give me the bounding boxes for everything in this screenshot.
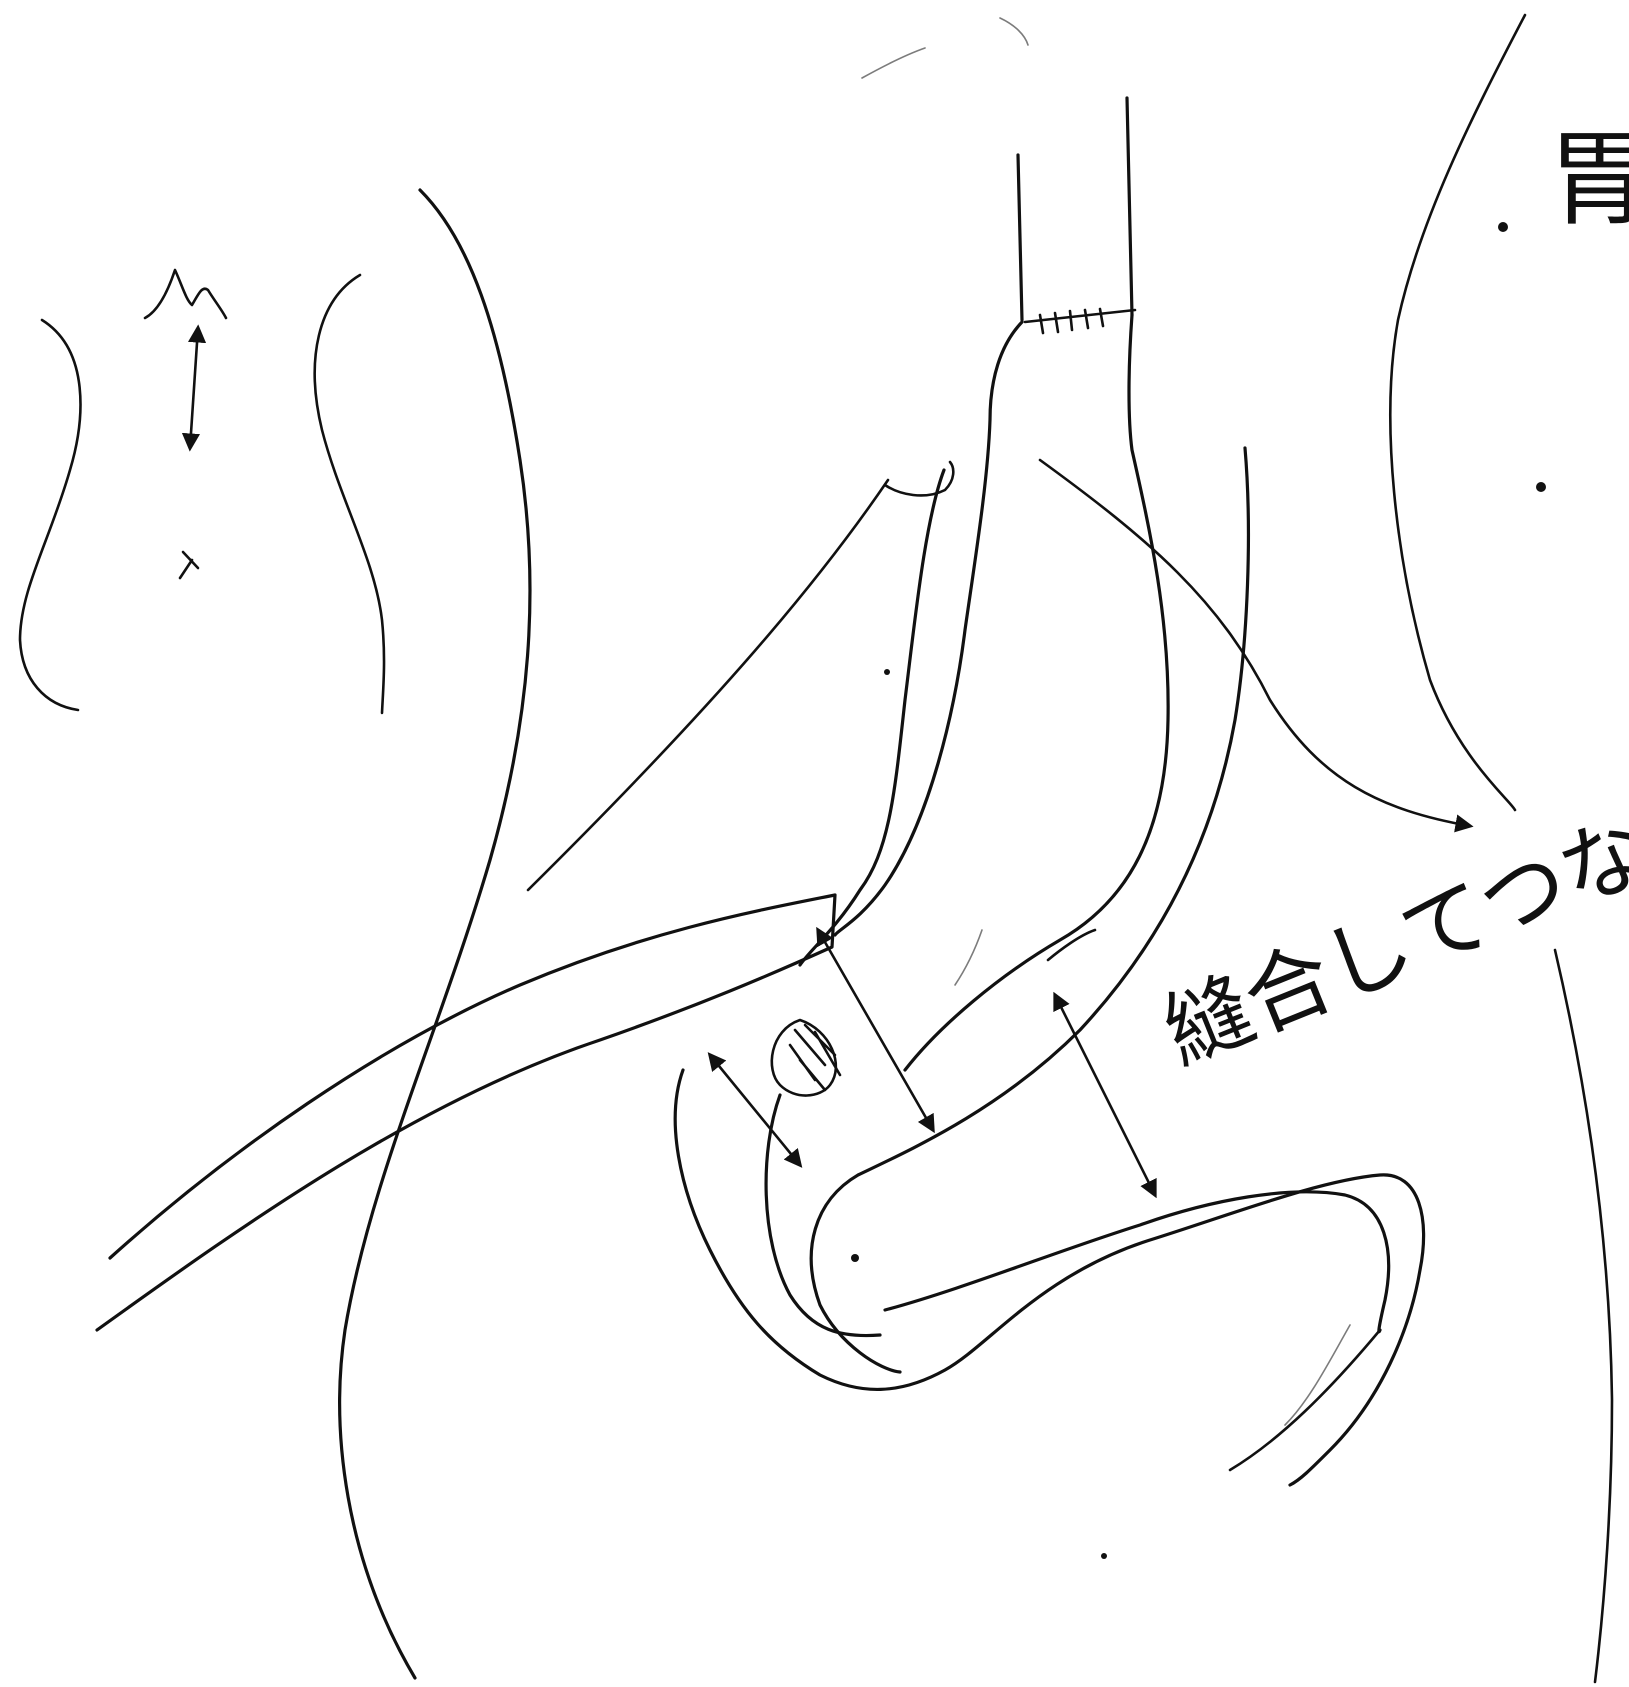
inner-left-contour: [315, 275, 384, 713]
trunk-outline-left: [340, 190, 530, 1678]
dot: [884, 669, 890, 675]
conduit-right-wall: [905, 315, 1168, 1070]
jejunal-limb-inner: [766, 1095, 880, 1336]
tube-inner-left: [800, 470, 944, 965]
faint-top-dash-2: [1000, 18, 1028, 45]
anastomosis-ring: [772, 1020, 836, 1096]
jejunal-inner-upper: [885, 1192, 1389, 1332]
label-annotation: 縫合してつなぐ: [1150, 768, 1629, 1085]
conduit-cap: [885, 462, 953, 495]
staple-line: [1025, 309, 1135, 333]
anastomosis-arrow-a: [710, 1055, 800, 1165]
esophagus-left-wall: [1018, 155, 1022, 320]
dot: [1536, 482, 1546, 492]
right-body-contour-upper: [1390, 15, 1525, 810]
drain-tube-upper: [97, 895, 835, 1330]
connection-arrow: [1040, 460, 1470, 826]
dot: [851, 1254, 859, 1262]
faint-top-dash: [862, 48, 925, 78]
anastomosis-arrow-b: [818, 930, 933, 1130]
jejunal-limb-outer: [675, 1070, 1423, 1485]
conduit-outer-right: [811, 448, 1248, 1372]
esophagus-right-wall: [1127, 98, 1132, 315]
conduit-left-wall: [835, 322, 1022, 935]
vertical-double-arrow: [190, 328, 198, 448]
label-top-right-char: 胃: [1548, 118, 1629, 240]
left-body-contour: [20, 320, 80, 710]
faint-inner-stroke: [955, 930, 982, 985]
anastomosis-arrow-c: [1055, 995, 1155, 1195]
small-tick-mark: [180, 552, 198, 578]
dot: [1101, 1553, 1107, 1559]
right-body-contour-lower: [1555, 950, 1612, 1682]
dot: [1498, 222, 1508, 232]
oblique-line: [528, 480, 888, 890]
small-squiggle-mark: [145, 270, 226, 318]
